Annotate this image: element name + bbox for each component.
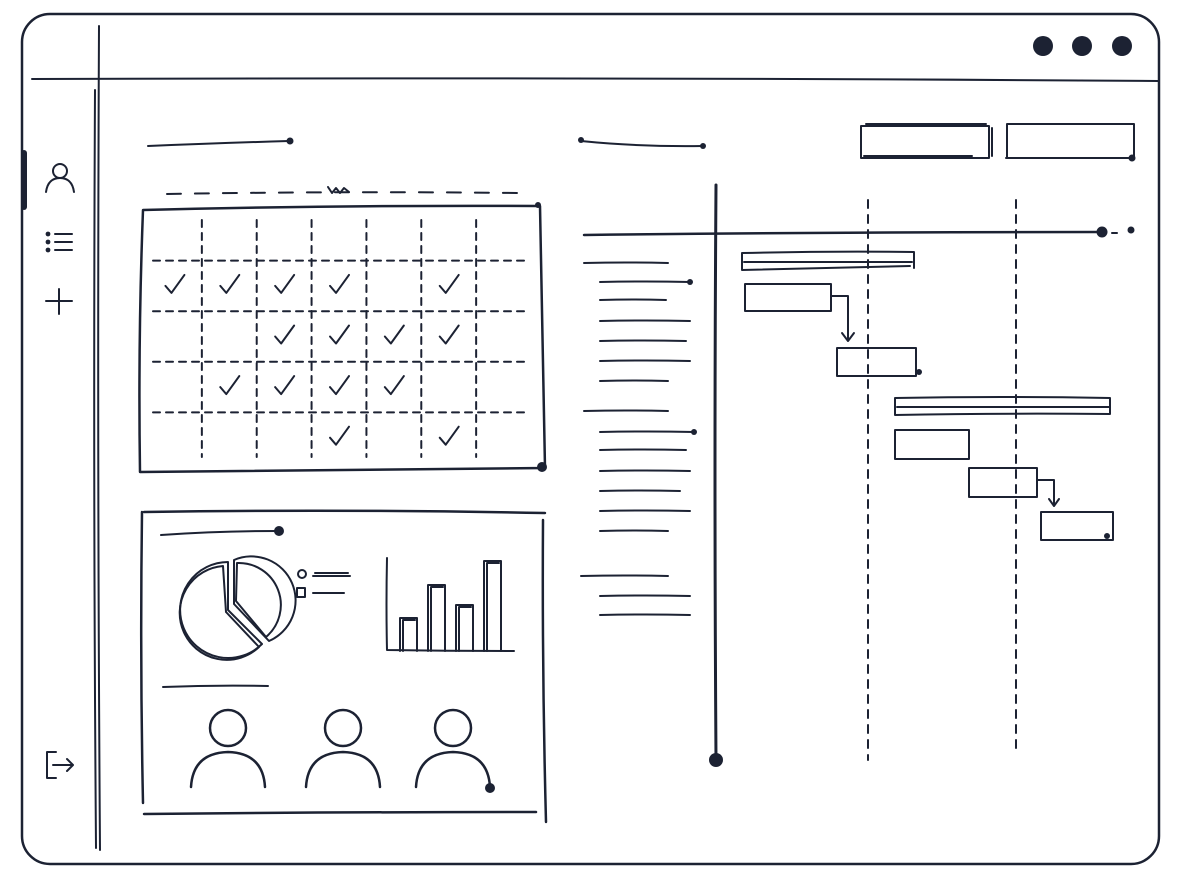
task-row-line [599,430,695,433]
window-dot-3[interactable] [1112,36,1132,56]
task-row-line [599,359,691,362]
task-row-line [599,469,691,472]
sidebar-divider-sketch [93,89,97,849]
logout-button[interactable] [46,751,74,779]
check-icon[interactable] [219,273,241,294]
sidebar-active-indicator [21,150,27,210]
dependency-arrow-1 [830,295,855,342]
gantt-task-bar-2[interactable] [836,347,917,377]
square-swatch [296,587,306,598]
gantt-bars [741,250,1114,541]
gantt-timeline [582,230,1104,237]
gantt-task-bar-4[interactable] [968,467,1038,498]
task-row-line [599,448,687,451]
sidebar-item-add[interactable] [45,288,73,315]
checklist-grid-frame [138,204,547,474]
task-row-line [599,613,691,616]
check-icon[interactable] [383,324,405,345]
check-icon[interactable] [329,375,350,396]
bar [399,617,418,652]
check-icon[interactable] [329,324,350,345]
person-icon [414,708,492,789]
summary-card [139,509,548,824]
chart-legend [296,569,351,598]
sidebar-item-list[interactable] [45,231,73,253]
summary-title-line [160,530,280,536]
check-icon[interactable] [274,375,296,396]
bar [427,584,446,652]
checklist-title-line [147,140,290,147]
check-icon[interactable] [274,273,296,294]
task-row-line [599,339,687,342]
bar [455,604,474,652]
window-frame [20,12,1161,866]
logout-icon [46,751,74,779]
task-row-line [583,261,669,264]
sidebar-divider [97,25,101,851]
checklist-header-line [166,191,521,195]
check-icon[interactable] [219,375,241,396]
task-row-line [599,489,681,492]
user-icon [45,163,75,193]
plus-icon [45,288,73,315]
task-row-line [599,509,691,512]
bar-chart-axes [385,557,515,652]
checklist-card [138,137,547,474]
task-row-line [599,594,691,597]
gantt-left-axis [713,183,718,762]
checklist-grid-lines [152,219,528,458]
checklist-checks [164,273,460,446]
dependency-arrow-2 [1036,479,1060,507]
more-icon[interactable] [1127,226,1135,234]
task-row-line [599,529,669,532]
view-toggle-left[interactable] [860,125,990,159]
people-row [189,708,492,789]
circle-swatch [297,569,307,579]
gantt-chart [582,123,1136,767]
person-icon [304,708,382,789]
task-row-line [583,409,669,412]
sidebar-item-user[interactable] [45,163,75,193]
gantt-task-bar-5[interactable] [1040,511,1114,541]
task-row-line [599,319,691,322]
title-bar-divider [31,77,1159,82]
task-list [578,137,706,616]
pie-chart [178,555,297,661]
task-row-line [599,280,691,283]
person-icon [189,708,267,789]
people-title-line [162,684,269,688]
check-icon[interactable] [438,425,460,446]
check-icon[interactable] [164,273,186,294]
window-dot-1[interactable] [1033,36,1053,56]
check-icon[interactable] [329,273,350,294]
check-icon[interactable] [329,425,350,446]
task-row-line [599,379,669,382]
check-icon[interactable] [438,324,460,345]
check-icon[interactable] [438,273,460,294]
gantt-task-bar-3[interactable] [894,429,970,460]
bar-chart [385,557,515,652]
check-icon[interactable] [274,324,296,345]
task-row-line [599,298,667,301]
task-list-title-line [580,140,704,148]
bar [483,560,502,652]
view-toggle-right[interactable] [1006,123,1135,159]
gantt-summary-bar-1 [741,250,915,271]
gantt-task-bar-1[interactable] [744,283,832,312]
list-icon [45,231,73,253]
check-icon[interactable] [383,375,405,396]
task-row-line [580,574,669,577]
window-dot-2[interactable] [1072,36,1092,56]
gantt-summary-bar-2 [894,396,1111,416]
